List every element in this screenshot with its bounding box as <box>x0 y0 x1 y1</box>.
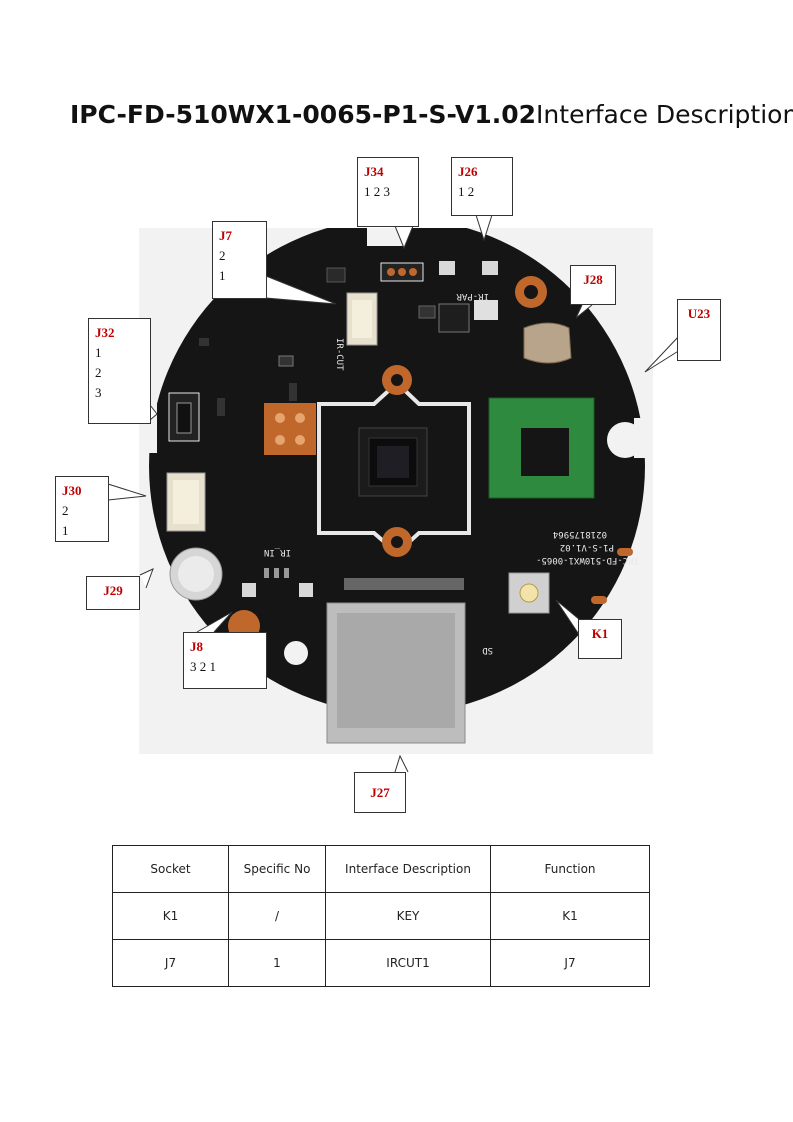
col-header-socket: Socket <box>112 845 229 893</box>
callout-j7-pin-2: 2 <box>219 248 226 263</box>
table-cell: KEY <box>325 892 491 940</box>
table-cell: J7 <box>112 939 229 987</box>
page-title: IPC-FD-510WX1-0065-P1-S-V1.02Interface D… <box>70 100 793 129</box>
callout-k1: K1 <box>578 619 622 659</box>
table-cell: IRCUT1 <box>325 939 491 987</box>
callout-j30-label: J30 <box>62 483 82 498</box>
callout-j34-pins: 1 2 3 <box>364 184 390 199</box>
callout-j30-pin-2: 2 <box>62 503 69 518</box>
callout-j32-label: J32 <box>95 325 115 340</box>
callout-j32: J32 1 2 3 <box>88 318 151 424</box>
callout-j8-pins: 3 2 1 <box>190 659 216 674</box>
col-header-specific-no: Specific No <box>228 845 326 893</box>
callout-j7-pin-1: 1 <box>219 268 226 283</box>
table-cell: K1 <box>112 892 229 940</box>
col-header-function: Function <box>490 845 650 893</box>
table-cell: J7 <box>490 939 650 987</box>
callout-j26-pins: 1 2 <box>458 184 475 199</box>
interface-table: Socket Specific No Interface Description… <box>112 845 650 987</box>
silk-ir-par: IR-PAR <box>456 291 489 301</box>
table-cell: K1 <box>490 892 650 940</box>
silk-ir-cut: IR-CUT <box>334 338 344 371</box>
callout-j27-label: J27 <box>370 785 390 800</box>
callout-j28-label: J28 <box>583 272 603 287</box>
silk-ir-in: IR_IN <box>264 547 291 557</box>
title-suffix: Interface Description <box>536 100 793 129</box>
callout-j29-label: J29 <box>103 583 123 598</box>
silk-model: IPC-FD-510WX1-0065- <box>536 555 639 565</box>
callout-j26: J26 1 2 <box>451 157 513 216</box>
callout-j34-label: J34 <box>364 164 384 179</box>
copper-pad <box>264 403 316 455</box>
table-cell: 1 <box>228 939 326 987</box>
silk-sd: SD <box>482 645 493 655</box>
col-header-interface-description: Interface Description <box>325 845 491 893</box>
title-model: IPC-FD-510WX1-0065-P1-S-V1.02 <box>70 100 537 129</box>
callout-j29: J29 <box>86 576 140 610</box>
callout-u23-label: U23 <box>687 306 711 321</box>
table-header-row: Socket Specific No Interface Description… <box>112 845 650 893</box>
table-row: K1 / KEY K1 <box>112 892 650 940</box>
callout-j30: J30 2 1 <box>55 476 109 542</box>
table-row: J7 1 IRCUT1 J7 <box>112 939 650 987</box>
callout-k1-label: K1 <box>591 626 609 641</box>
table-cell: / <box>228 892 326 940</box>
callout-j30-pin-1: 1 <box>62 523 69 538</box>
silk-date-code: 0218175964 <box>553 529 607 539</box>
callout-j34: J34 1 2 3 <box>357 157 419 227</box>
callout-j27: J27 <box>354 772 406 813</box>
callout-j32-pin-3: 3 <box>95 385 102 400</box>
callout-j26-label: J26 <box>458 164 478 179</box>
callout-j8-label: J8 <box>190 639 203 654</box>
board-photo: IR-CUT IR-PAR <box>139 216 659 754</box>
callout-u23: U23 <box>677 299 721 361</box>
callout-j32-pin-2: 2 <box>95 365 102 380</box>
callout-j7-label: J7 <box>219 228 232 243</box>
callout-j8: J8 3 2 1 <box>183 632 267 689</box>
pcb-illustration: IR-CUT IR-PAR <box>139 216 659 744</box>
callout-j7: J7 2 1 <box>212 221 267 299</box>
callout-j32-pin-1: 1 <box>95 345 102 360</box>
callout-j28: J28 <box>570 265 616 305</box>
silk-version: P1-S-V1.02 <box>560 542 614 552</box>
